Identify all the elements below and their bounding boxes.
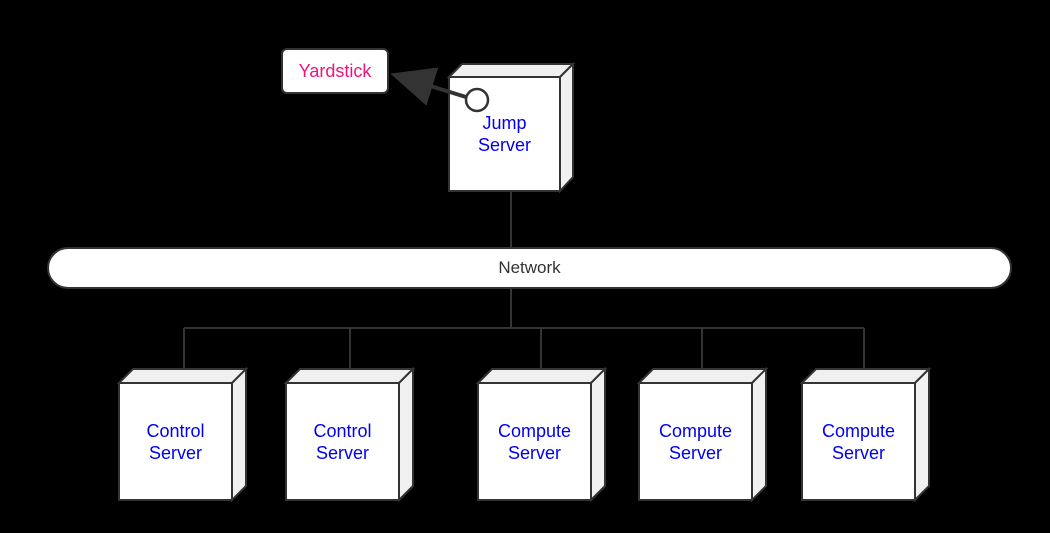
network-node: Network: [47, 247, 1012, 289]
node-top-face: [283, 368, 416, 384]
control-server-1-node: [116, 366, 249, 503]
yardstick-node: Yardstick: [281, 48, 389, 94]
node-front-face: [118, 382, 233, 501]
jump-server-side-face: [559, 61, 574, 194]
node-front-face: [801, 382, 916, 501]
jump-server-front-face: [448, 76, 561, 192]
node-side-face: [751, 366, 767, 503]
yardstick-label: Yardstick: [298, 60, 372, 81]
node-top-face: [799, 368, 932, 384]
node-top-face: [475, 368, 608, 384]
node-side-face: [398, 366, 414, 503]
node-top-face: [116, 368, 249, 384]
control-server-2-node: [283, 366, 416, 503]
node-side-face: [914, 366, 930, 503]
node-side-face: [231, 366, 247, 503]
compute-server-1-node: [475, 366, 608, 503]
compute-server-2-node: [636, 366, 769, 503]
node-front-face: [285, 382, 400, 501]
edge-jumpserver-yardstick-arrow: [390, 67, 467, 106]
node-top-face: [636, 368, 769, 384]
jump-server-node: [446, 61, 576, 194]
node-front-face: [638, 382, 753, 501]
jump-server-top-face: [446, 63, 576, 78]
node-side-face: [590, 366, 606, 503]
connection-port-circle-icon: [464, 87, 490, 113]
network-label: Network: [498, 258, 561, 277]
edge-network-servers-tree: [183, 289, 865, 369]
node-front-face: [477, 382, 592, 501]
compute-server-3-node: [799, 366, 932, 503]
